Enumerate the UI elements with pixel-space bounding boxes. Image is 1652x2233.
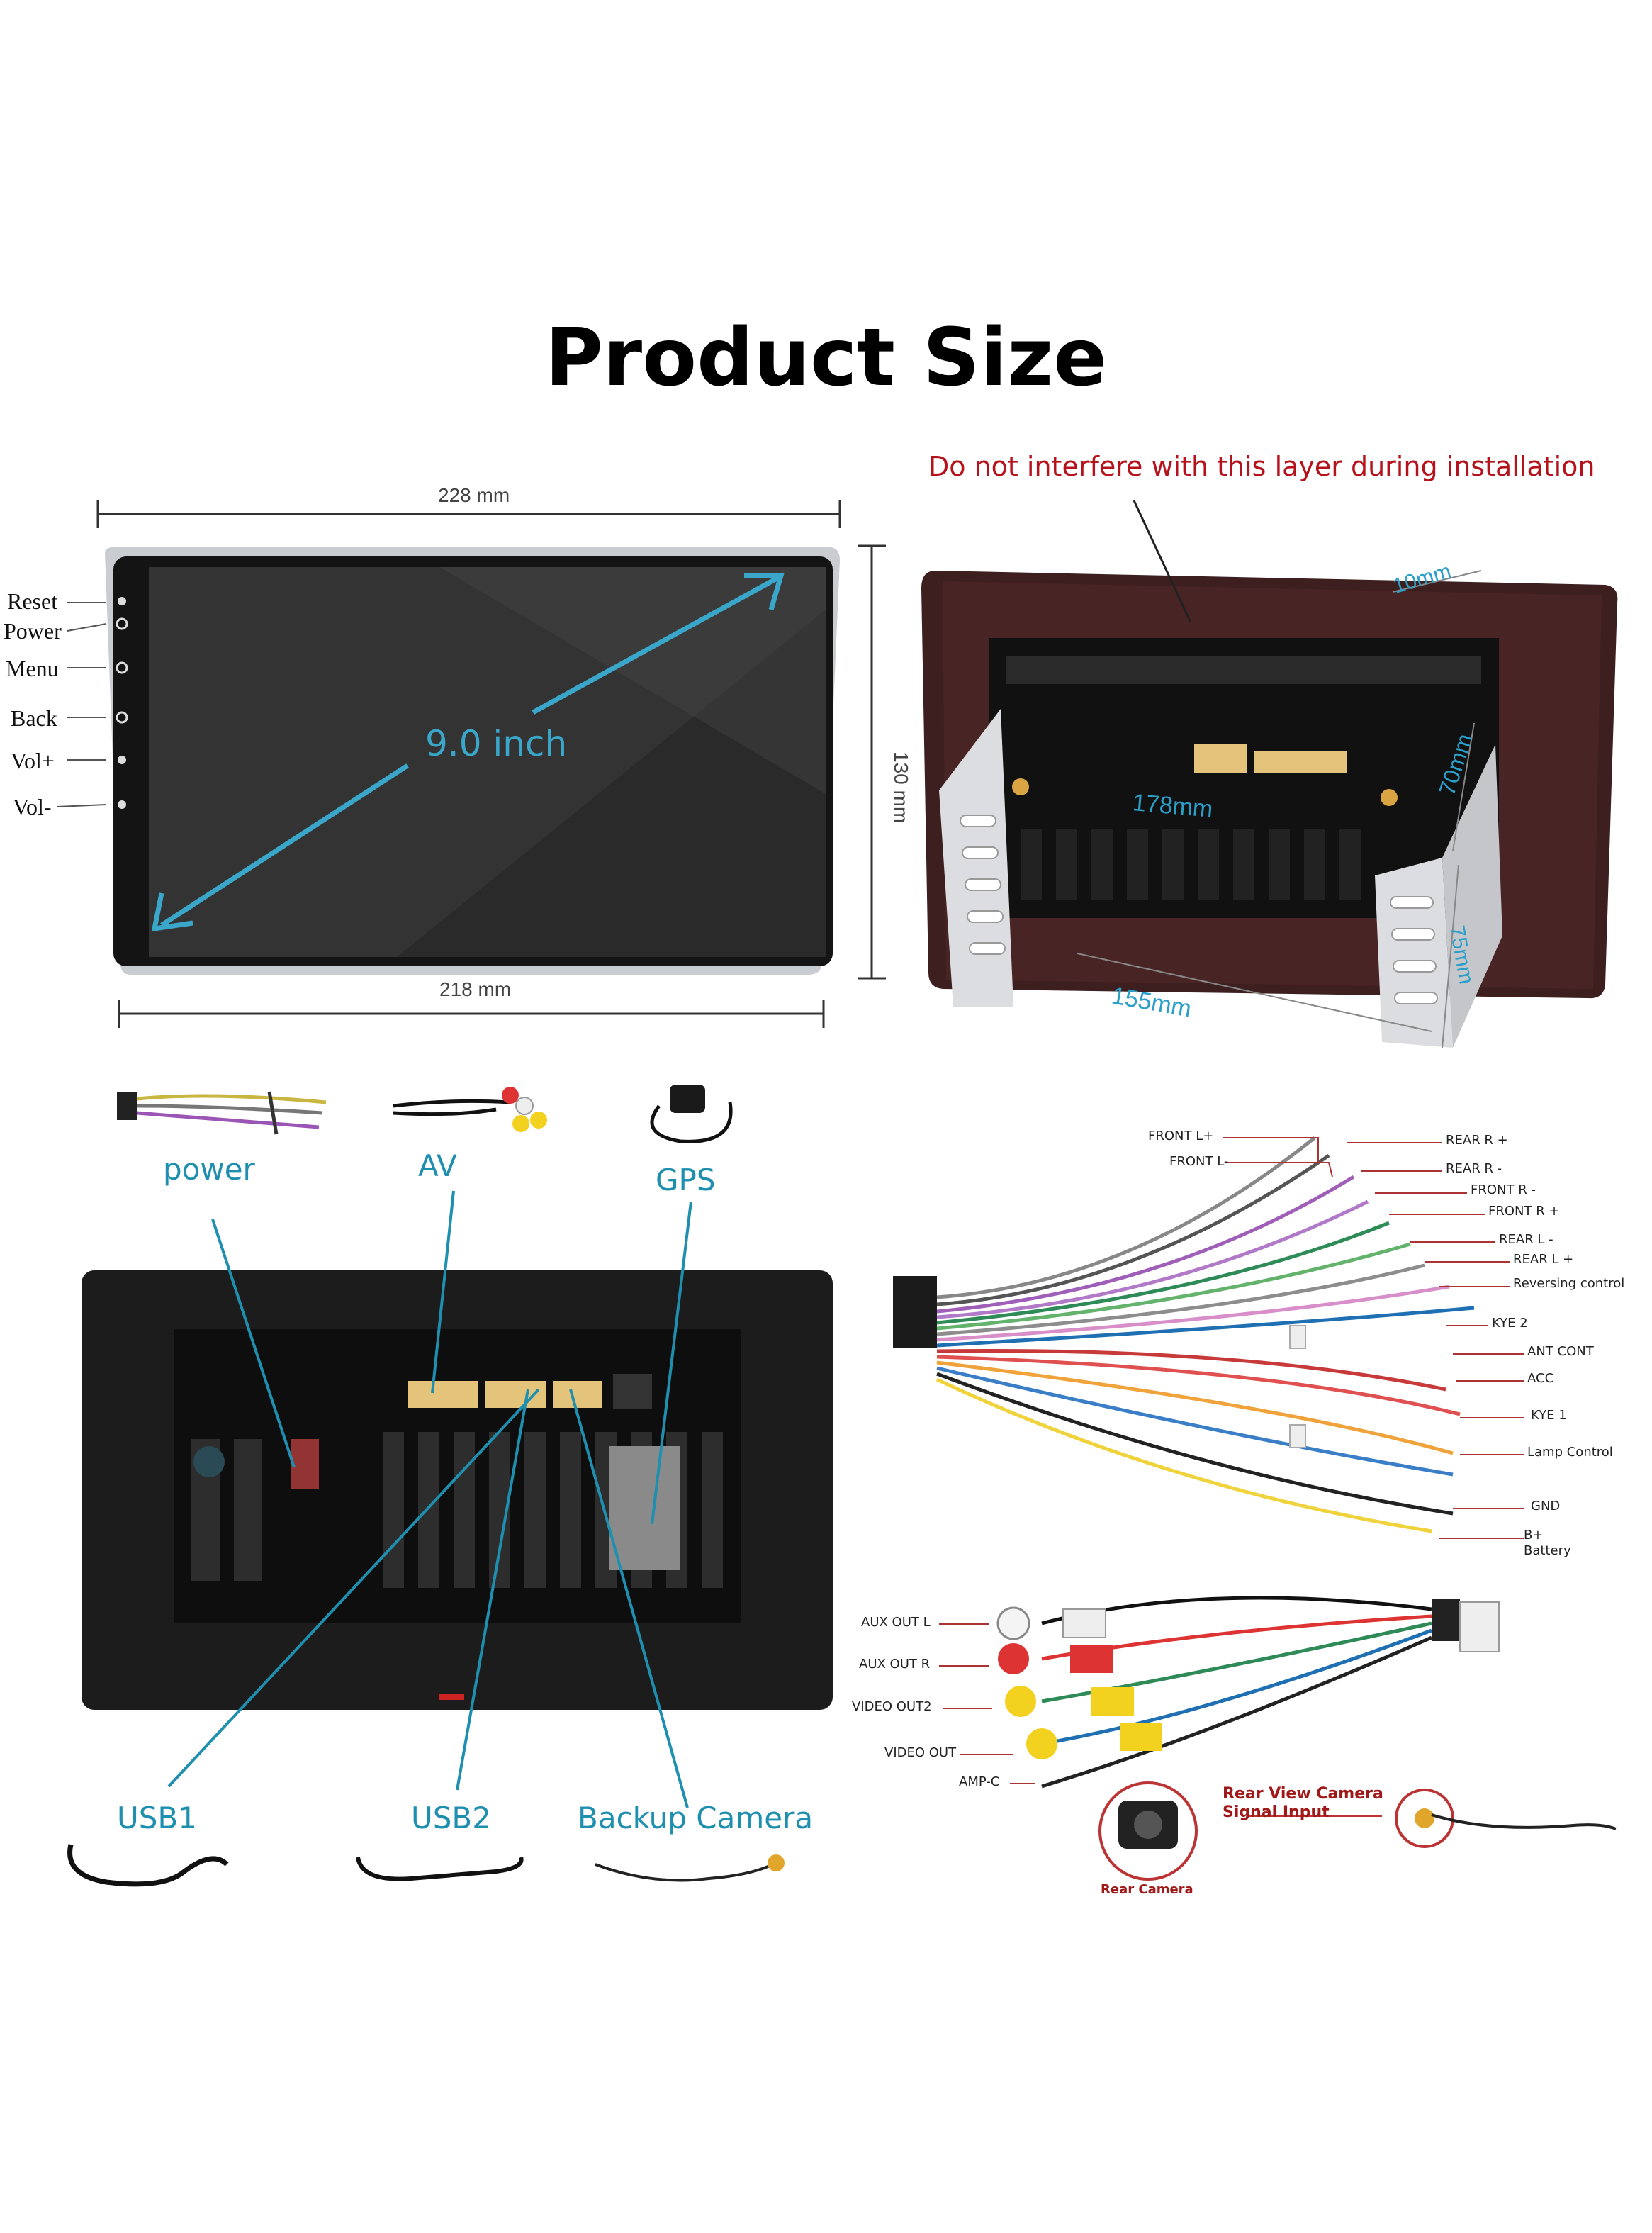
power-accessory-label: power xyxy=(163,1152,255,1187)
head-unit-rear-panel xyxy=(82,1270,833,1710)
vol-up-label: Vol+ xyxy=(11,748,55,773)
power-harness-leaders xyxy=(1223,1137,1524,1539)
power-cable-icon xyxy=(117,1091,327,1135)
vol-down-label: Vol- xyxy=(13,794,52,819)
av-harness-leaders xyxy=(939,1623,1035,1784)
connector-pointer-lines xyxy=(167,1190,692,1808)
usb1-cable-icon xyxy=(67,1844,229,1887)
front-height: 130 mm xyxy=(890,751,912,824)
wire-label-gnd: GND xyxy=(1531,1499,1561,1513)
front-dimension-lines xyxy=(96,500,886,1028)
wire-label-front-r-minus: FRONT R - xyxy=(1471,1182,1536,1197)
wire-label-aux-out-r: AUX OUT R xyxy=(859,1657,931,1672)
av-harness-drawing xyxy=(996,1596,1500,1789)
installation-warning: Do not interfere with this layer during … xyxy=(928,451,1595,482)
rear-camera-caption: Rear Camera xyxy=(1101,1882,1193,1897)
usb2-cable-icon xyxy=(356,1857,524,1881)
wire-label-rear-r-plus: REAR R + xyxy=(1446,1133,1508,1148)
wire-label-lamp: Lamp Control xyxy=(1527,1445,1613,1460)
wire-label-front-r-plus: FRONT R + xyxy=(1488,1204,1560,1219)
wire-label-video-out2: VIDEO OUT2 xyxy=(852,1699,932,1714)
gps-antenna-icon xyxy=(650,1085,733,1143)
wire-label-acc: ACC xyxy=(1527,1371,1554,1386)
back-dimension-lines xyxy=(1077,570,1482,1048)
wire-label-reversing: Reversing control xyxy=(1513,1276,1625,1291)
backup-camera-label: Backup Camera xyxy=(578,1801,814,1835)
wire-label-kye1: KYE 1 xyxy=(1531,1408,1567,1423)
button-leader-lines xyxy=(56,602,107,807)
usb2-label: USB2 xyxy=(411,1801,491,1835)
wire-label-amp-c: AMP-C xyxy=(959,1774,1000,1789)
av-cable-icon xyxy=(393,1087,547,1132)
warning-leader-line xyxy=(1133,500,1192,623)
wire-label-kye2: KYE 2 xyxy=(1492,1316,1528,1331)
menu-label: Menu xyxy=(6,656,59,681)
av-accessory-label: AV xyxy=(418,1148,457,1183)
gps-accessory-label: GPS xyxy=(656,1163,716,1197)
wire-label-rear-l-minus: REAR L - xyxy=(1499,1232,1553,1247)
head-unit-front xyxy=(105,547,840,975)
wire-label-front-l-minus: FRONT L- xyxy=(1169,1154,1229,1169)
diagonal-arrow xyxy=(151,573,785,932)
reset-label: Reset xyxy=(7,588,58,614)
back-label: Back xyxy=(11,705,57,731)
backup-camera-cable-icon xyxy=(595,1854,785,1882)
screen-size-label: 9.0 inch xyxy=(425,723,568,764)
wire-label-battery: B+ Battery xyxy=(1524,1528,1571,1558)
front-width-bottom: 218 mm xyxy=(439,978,512,1000)
wire-label-rear-l-plus: REAR L + xyxy=(1513,1252,1574,1267)
rear-camera-icon xyxy=(1098,1781,1617,1881)
head-unit-back-frame xyxy=(921,571,1618,1048)
wire-label-video-out: VIDEO OUT xyxy=(884,1745,957,1760)
wire-label-front-l-plus: FRONT L+ xyxy=(1148,1129,1214,1143)
wire-label-aux-out-l: AUX OUT L xyxy=(861,1615,931,1630)
usb1-label: USB1 xyxy=(117,1801,197,1835)
wire-label-rear-r-minus: REAR R - xyxy=(1446,1161,1502,1176)
wire-label-ant-cont: ANT CONT xyxy=(1527,1344,1594,1359)
power-label: Power xyxy=(4,618,62,644)
power-harness-drawing xyxy=(893,1136,1475,1533)
front-width-top: 228 mm xyxy=(438,484,510,506)
page-title: Product Size xyxy=(544,312,1108,404)
camera-signal-label: Rear View Camera Signal Input xyxy=(1223,1785,1383,1821)
